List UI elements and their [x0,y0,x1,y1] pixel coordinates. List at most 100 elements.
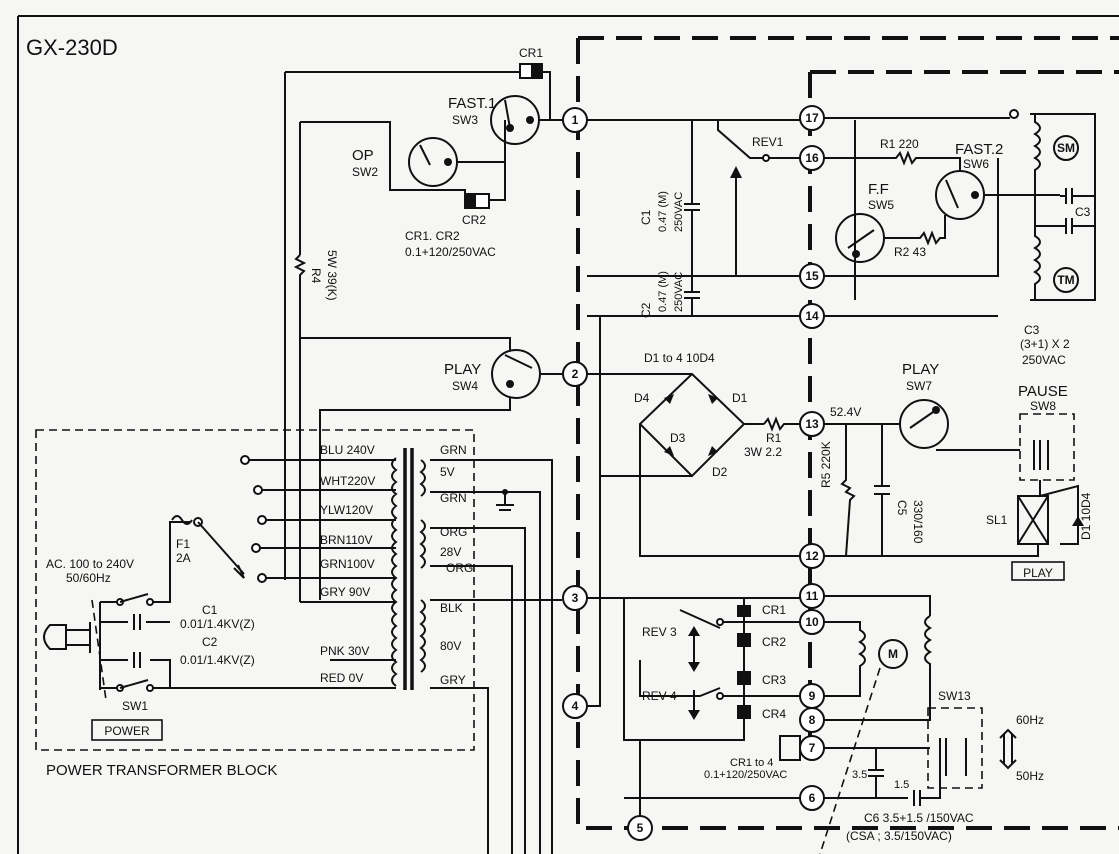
c5-capacitor [874,424,890,556]
tap-grn100: GRN100V [320,557,375,571]
sl1-diode-label: D1 10D4 [1079,492,1093,540]
cr-capacitor-stack [737,598,751,740]
tap-terminal-110 [251,543,261,553]
fast2-label: FAST.2 [955,141,1003,158]
wire-cr1-right [542,71,551,120]
sl1-diode [1072,516,1084,526]
model-title: GX-230D [26,35,118,60]
power-transformer-block-label: POWER TRANSFORMER BLOCK [46,762,277,779]
node-11-label: 11 [806,589,819,603]
tap-terminal-240 [240,455,250,465]
r5-resistor [840,424,856,557]
r1-label: R1 [766,431,782,445]
c3-lower [1035,218,1095,234]
sw13-contacts [939,738,967,776]
r5-label: R5 220K [819,441,833,488]
transformer [391,448,426,690]
sec-gry: GRY [440,673,466,687]
power-c2-label: C2 [202,635,218,649]
ground-symbol [496,492,514,511]
ac-input-freq: 50/60Hz [66,571,111,585]
node-17-label: 17 [805,111,819,125]
node-10-label: 10 [805,615,819,629]
r1-value: 3W 2.2 [744,445,782,459]
c1-voltage: 250VAC [673,192,685,232]
tap-brn110: BRN110V [320,533,372,547]
rev4-label: REV 4 [642,689,677,703]
frame-border [17,15,1119,854]
sw3-label: SW3 [452,113,478,127]
tm-label: TM [1057,273,1074,287]
d3-label: D3 [670,431,686,445]
wire-op [300,121,466,200]
wire-node1-17 [587,117,1010,121]
power-box-label: POWER [104,724,150,738]
power-transformer-block-outline [35,429,475,751]
ff-switch [835,213,885,263]
sw4-label: SW4 [452,379,478,393]
node-14-label: 14 [805,309,819,323]
c3-spec-voltage: 250VAC [1022,353,1066,367]
wire-cr-loop [623,598,745,741]
d4-label: D4 [634,391,650,405]
cr1cr2-value: 0.1+120/250VAC [405,245,496,259]
sw8-label: SW8 [1030,399,1056,413]
wire-cr2 [489,162,506,201]
cr1to4-value: 0.1+120/250VAC [704,769,787,781]
hz60-label: 60Hz [1016,713,1044,727]
wire-r4-play [300,337,511,350]
wire-node15 [587,205,999,277]
tap-terminal-220 [253,485,263,495]
power-c1-value: 0.01/1.4KV(Z) [180,617,255,631]
tap-gry90: GRY 90V [320,585,370,599]
c35-label: 3.5 [852,769,867,781]
node-5-label: 5 [637,821,644,835]
node-15-label: 15 [805,269,819,283]
bridge-label: D1 to 4 10D4 [644,351,715,365]
hz-arrow [999,728,1017,770]
sec-5v: 5V [440,465,455,479]
motor-coils [1033,114,1041,300]
secondary-wires [430,459,562,854]
sw13-box [927,707,983,789]
c5-label: C5 [895,500,909,516]
cr1-label: CR1 [519,46,543,60]
node-3-label: 3 [572,591,579,605]
c6-label: C6 3.5+1.5 /150VAC [864,811,974,825]
c5-value: 330/160 [911,500,925,544]
c3-label: C3 [1075,205,1091,219]
sw2-label: SW2 [352,165,378,179]
node-8-label: 8 [809,713,816,727]
d2-label: D2 [712,465,728,479]
motor-coil-left [824,621,866,697]
r1-220-label: R1 220 [880,137,919,151]
sw7-label: SW7 [906,379,932,393]
r4-resistor [293,254,307,338]
play-box [1011,561,1065,581]
c3-spec-value: (3+1) X 2 [1020,337,1070,351]
plug-body [43,624,67,650]
play-sw4-label: PLAY [444,361,481,378]
tap-wires [170,459,396,689]
power-c2-value: 0.01/1.4KV(Z) [180,653,255,667]
pause-label: PAUSE [1018,383,1068,400]
c2-value: 0.47 (M) [657,271,669,312]
sw13-label: SW13 [938,689,971,703]
m-motor [878,639,908,669]
node-4-label: 4 [572,699,579,713]
c2-label: C2 [639,302,653,318]
wire-node12 [824,544,1039,557]
sec-grn-b: GRN [440,491,467,505]
wire-sw5 [854,120,999,300]
motor-link [819,667,881,854]
wire-node6 [624,776,941,806]
tm-motor [1053,267,1079,293]
cr1to4-label: CR1 to 4 [730,757,773,769]
r4-label: R4 [309,268,323,284]
voltage-selector-arm [197,521,245,575]
node-1-label: 1 [572,113,579,127]
node-2-label: 2 [572,367,579,381]
cr3-label: CR3 [762,673,786,687]
d1-label: D1 [732,391,748,405]
cr2-lower-label: CR2 [762,635,786,649]
